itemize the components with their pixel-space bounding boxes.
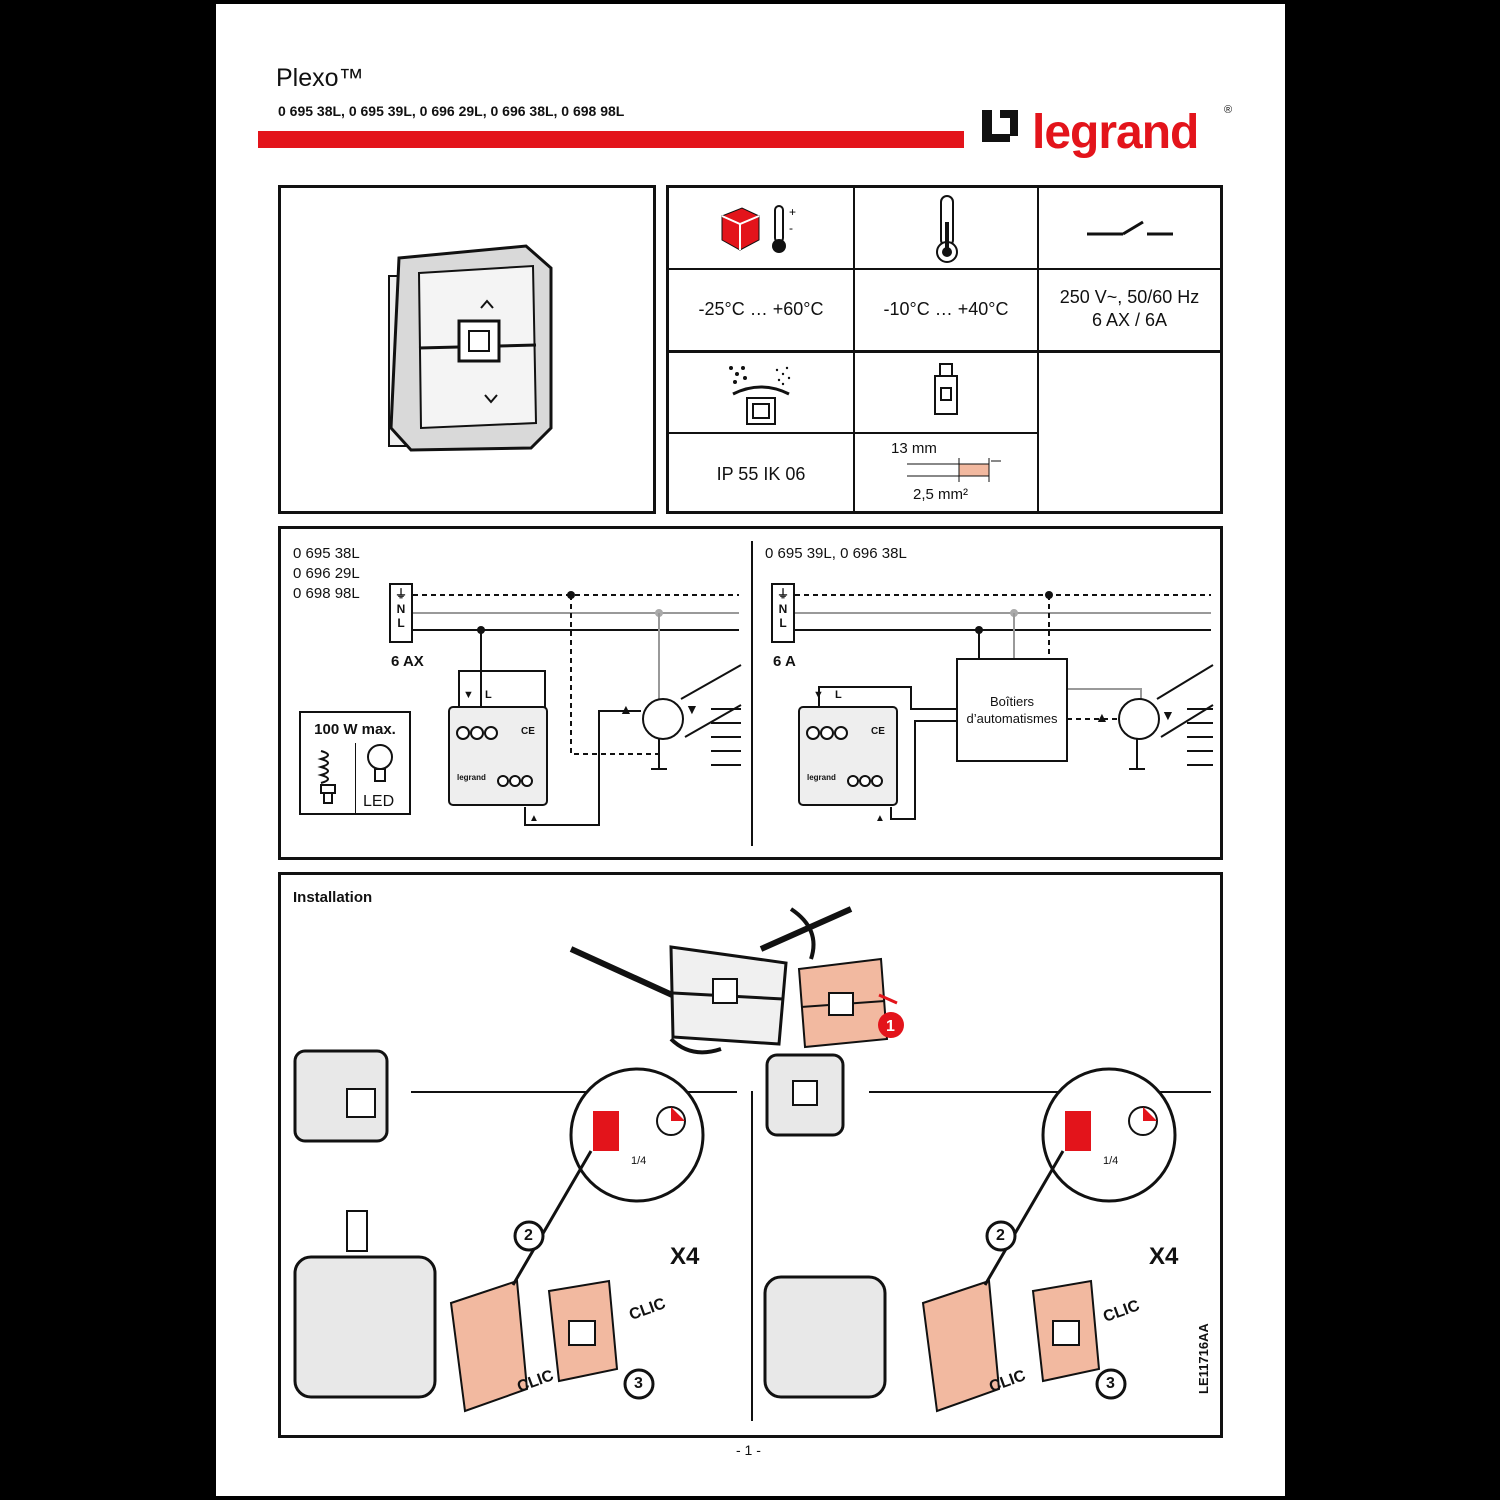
left-ref-1: 0 695 38L <box>293 545 360 562</box>
rating-line-2: 6 AX / 6A <box>1091 310 1168 330</box>
document-page: Plexo™ 0 695 38L, 0 695 39L, 0 696 29L, … <box>216 4 1285 1496</box>
automation-box-label: Boîtiers d’automatismes <box>966 694 1058 726</box>
right-module-brand: legrand <box>807 773 836 782</box>
right-arrow-up: ▲ <box>1095 709 1109 725</box>
storage-temp-value: -25°C … +60°C <box>698 299 824 319</box>
left-module-brand: legrand <box>457 773 486 782</box>
product-illustration-box <box>278 185 656 514</box>
right-ce-mark: CE <box>871 726 885 737</box>
brand-name: legrand <box>1032 106 1198 159</box>
left-terminal-l: L <box>485 689 492 701</box>
operating-temp-value: -10°C … +40°C <box>883 299 1009 319</box>
left-times-four: X4 <box>670 1243 700 1270</box>
left-ref-3: 0 698 98L <box>293 585 360 602</box>
right-times-four: X4 <box>1149 1243 1179 1270</box>
right-terminal-l: L <box>835 689 842 701</box>
load-limit-box: 100 W max. LED <box>299 711 411 815</box>
step-1-number: 1 <box>886 1018 895 1035</box>
left-arrow-up: ▲ <box>619 701 633 717</box>
left-arrow-down: ▼ <box>685 701 699 717</box>
right-step-3: 3 <box>1106 1375 1115 1392</box>
wiring-divider <box>751 541 753 846</box>
neutral-label: N <box>778 602 788 616</box>
left-rating: 6 AX <box>391 653 424 670</box>
svg-text:-: - <box>789 221 793 235</box>
product-references: 0 695 38L, 0 695 39L, 0 696 29L, 0 696 3… <box>278 103 625 119</box>
storage-temperature-icon: +- <box>721 205 796 253</box>
led-bulb-icon <box>367 744 393 782</box>
protection-rating: IP 55 IK 06 <box>716 464 806 484</box>
led-label: LED <box>363 793 395 810</box>
left-quarter-turn: 1/4 <box>631 1155 647 1167</box>
surface-box-installation <box>293 1049 705 1413</box>
left-ce-mark: CE <box>521 726 535 737</box>
strip-length: 13 mm <box>891 440 937 457</box>
page-number: - 1 - <box>736 1442 761 1458</box>
right-refs: 0 695 39L, 0 696 38L <box>765 545 907 562</box>
registered-mark: ® <box>1224 104 1233 116</box>
left-supply-terminal: ⏚ N L <box>389 583 413 643</box>
spec-table: +- -25°C … +60°C -10°C … +40°C 250 V~, 5… <box>666 185 1223 514</box>
right-step-2: 2 <box>996 1227 1005 1244</box>
right-output-arrow: ▲ <box>875 813 885 824</box>
left-ref-2: 0 696 29L <box>293 565 360 582</box>
roller-shutter-switch-icon <box>388 244 553 452</box>
right-rating: 6 A <box>773 653 796 670</box>
right-terminal-down: ▼ <box>813 689 824 701</box>
wiring-diagrams: 0 695 38L 0 696 29L 0 698 98L 0 695 39L,… <box>278 526 1223 860</box>
right-quarter-turn: 1/4 <box>1103 1155 1119 1167</box>
water-dust-protection-icon <box>729 366 791 425</box>
installation-heading: Installation <box>293 889 373 906</box>
terminal-screw-icon <box>934 363 958 415</box>
right-arrow-down: ▼ <box>1161 707 1175 723</box>
header-red-bar <box>258 131 964 148</box>
line-label: L <box>779 616 787 630</box>
left-terminal-down: ▼ <box>463 689 474 701</box>
svg-text:+: + <box>789 205 796 219</box>
cover-removal-illustration: 1 <box>569 906 904 1055</box>
earth-icon: ⏚ <box>394 587 407 601</box>
load-max: 100 W max. <box>314 721 396 738</box>
rating-line-1: 250 V~, 50/60 Hz <box>1059 287 1200 307</box>
left-output-arrow: ▲ <box>529 813 539 824</box>
left-step-2: 2 <box>524 1227 533 1244</box>
product-title: Plexo™ <box>276 64 364 92</box>
switch-symbol-icon <box>1087 220 1173 236</box>
neutral-label: N <box>396 602 406 616</box>
earth-icon: ⏚ <box>776 587 789 601</box>
cfl-bulb-icon <box>317 750 336 804</box>
wire-strip-icon <box>907 458 1001 482</box>
wiring-lines <box>413 591 1214 826</box>
wire-section: 2,5 mm² <box>913 486 969 503</box>
legrand-logo-icon: legrand <box>982 106 1199 159</box>
document-code: LE11716AA <box>1196 1323 1211 1394</box>
right-supply-terminal: ⏚ N L <box>771 583 795 643</box>
installation-section: Installation 1 <box>278 872 1223 1438</box>
installation-divider <box>751 1091 753 1421</box>
line-label: L <box>397 616 405 630</box>
legrand-logo: legrand ® <box>980 102 1233 164</box>
thermometer-icon <box>936 195 958 263</box>
flush-box-installation <box>763 1053 1177 1413</box>
left-step-3: 3 <box>634 1375 643 1392</box>
